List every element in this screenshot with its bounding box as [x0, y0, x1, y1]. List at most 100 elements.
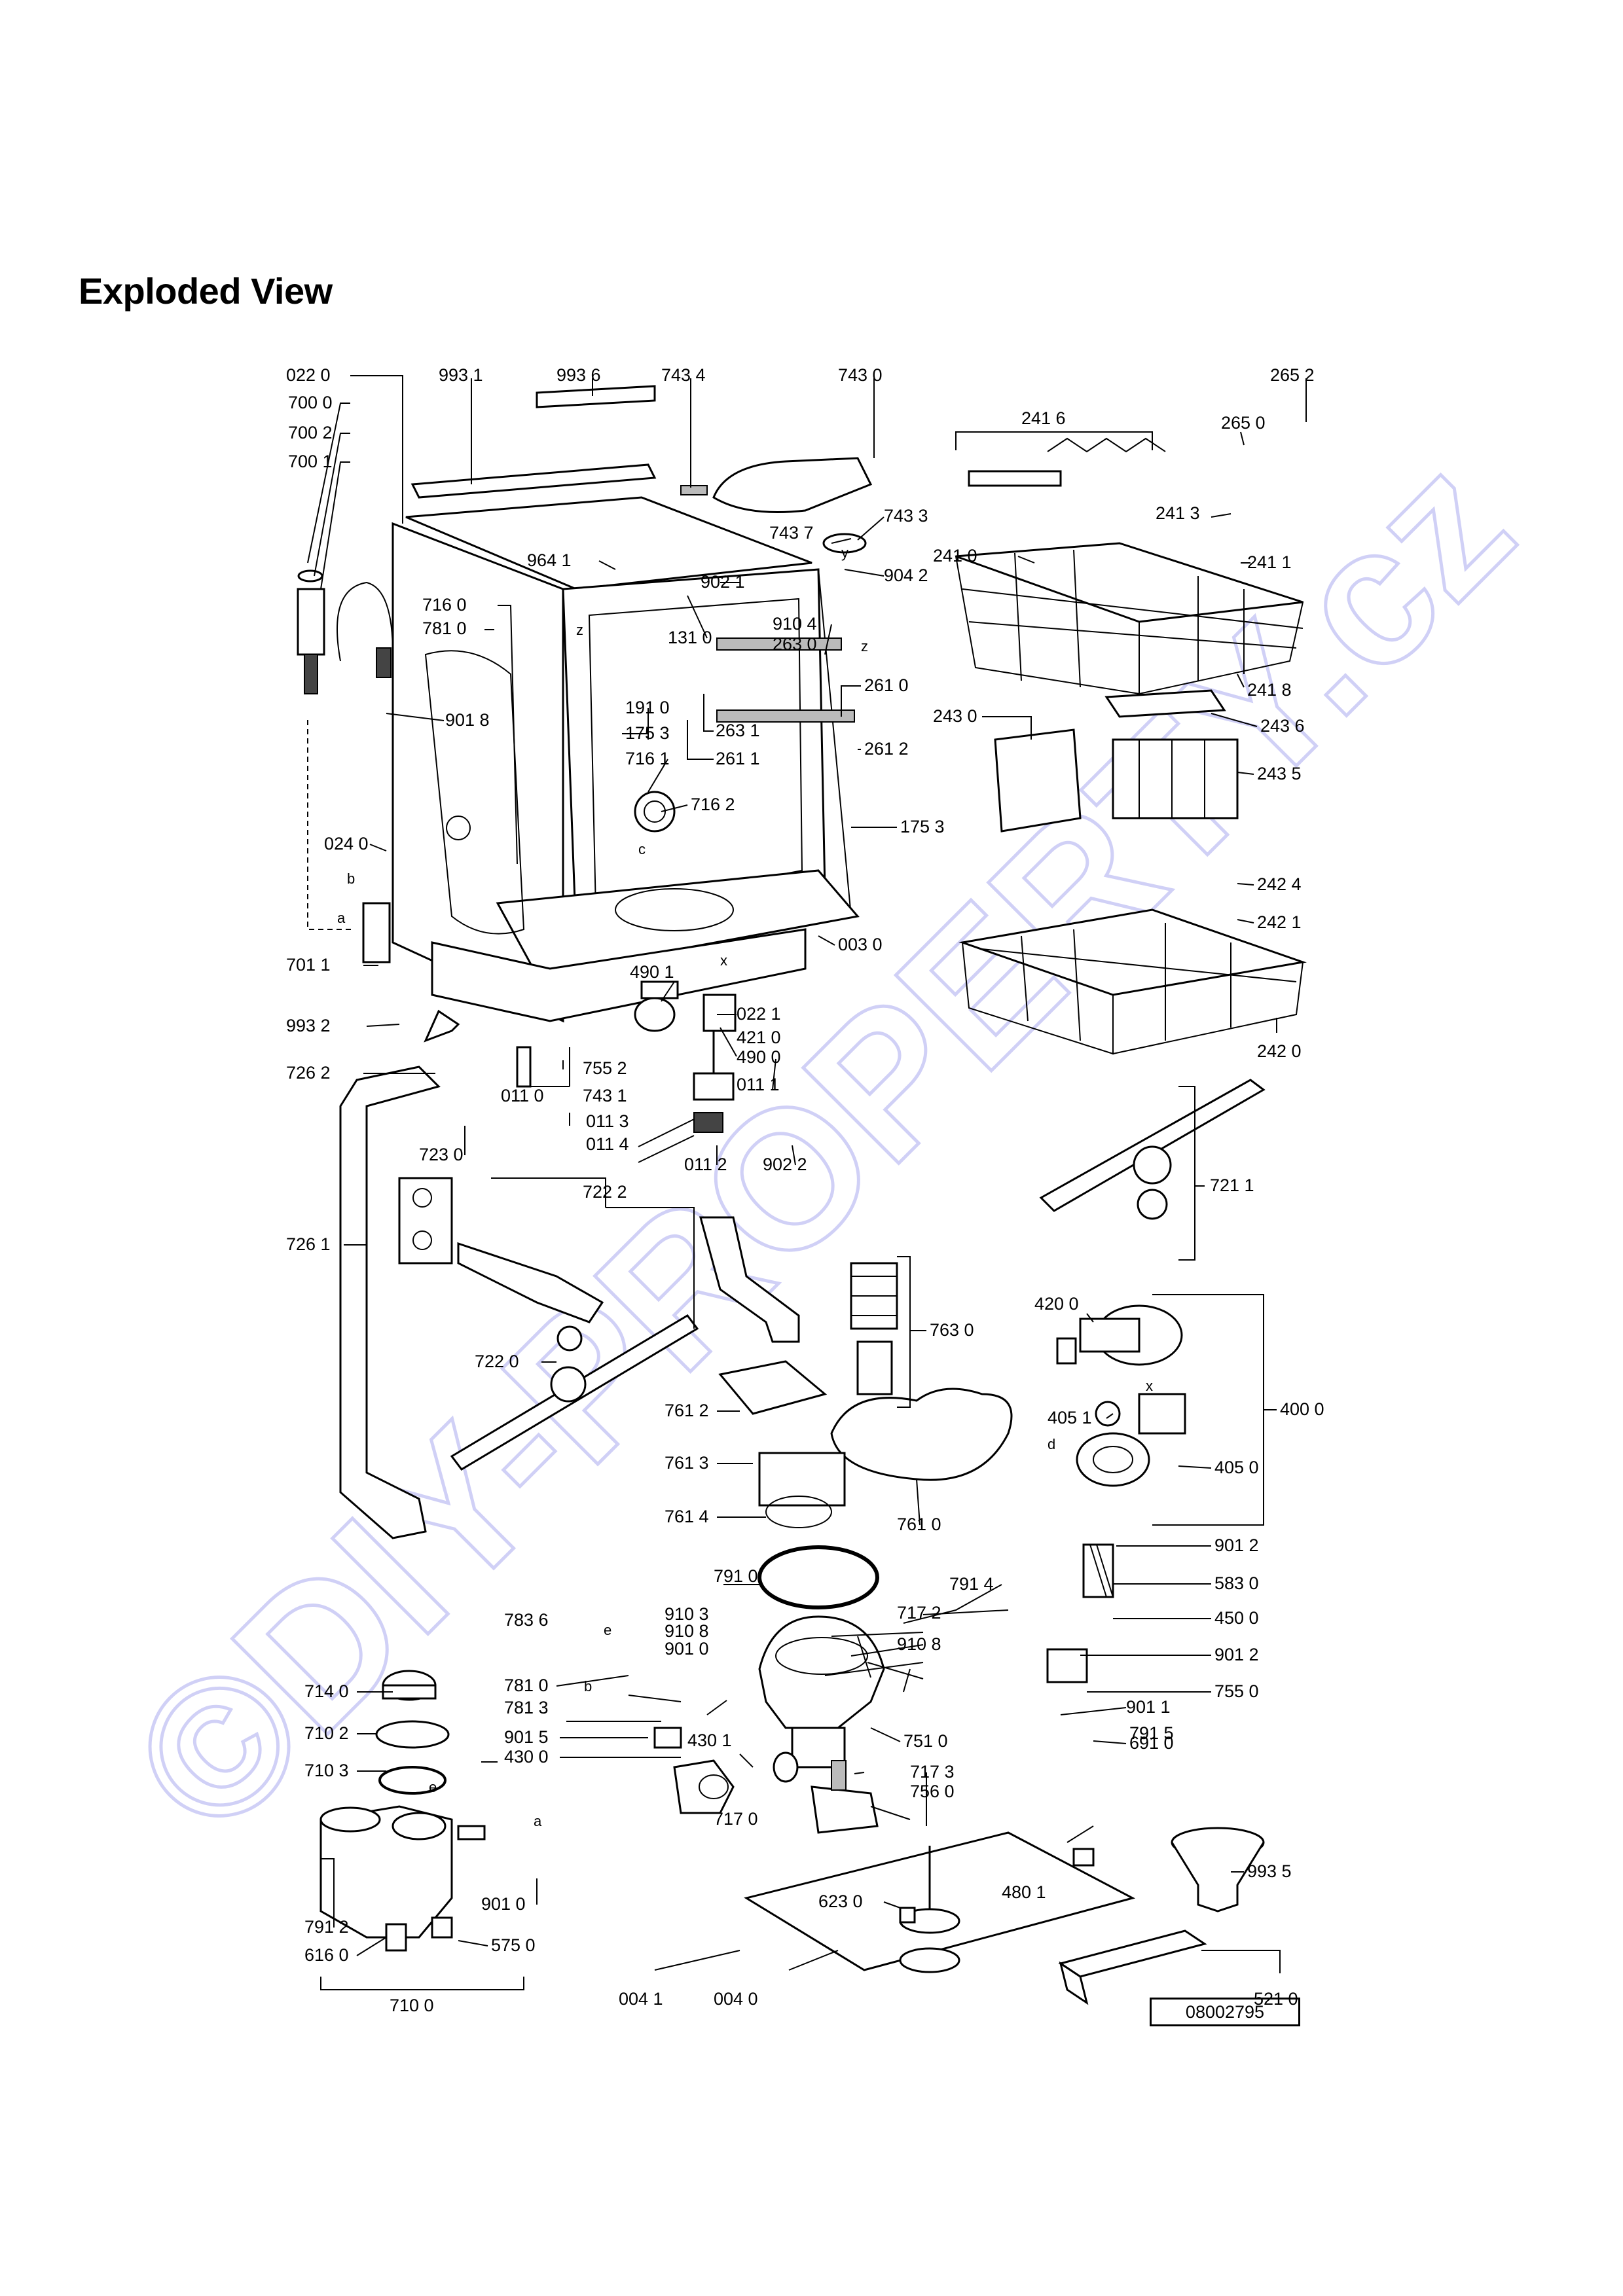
label-751-0: 751 0	[903, 1731, 948, 1751]
lower-spray-arm	[450, 1314, 699, 1471]
callout-c: c	[638, 841, 646, 857]
label-430-1: 430 1	[687, 1731, 732, 1750]
label-716-0: 716 0	[422, 595, 467, 615]
label-761-4: 761 4	[665, 1507, 709, 1526]
filter-assembly	[718, 1262, 1013, 1528]
label-004-1: 004 1	[619, 1989, 663, 2009]
label-761-2: 761 2	[665, 1401, 709, 1420]
label-243-5: 243 5	[1257, 764, 1302, 783]
label-022-0: 022 0	[286, 365, 331, 385]
label-400-0: 400 0	[1280, 1399, 1324, 1419]
label-616-0: 616 0	[304, 1945, 349, 1965]
callout-x-2: x	[1146, 1378, 1153, 1394]
label-910-4: 910 4	[773, 614, 817, 634]
label-691-0: 691 0	[1129, 1733, 1174, 1753]
label-700-2: 700 2	[288, 423, 333, 442]
label-781-3: 781 3	[504, 1698, 549, 1717]
callout-a-2: a	[534, 1813, 542, 1829]
leader-lines	[307, 375, 1307, 1990]
label-716-1: 716 1	[625, 749, 670, 768]
callout-e-2: e	[429, 1779, 437, 1795]
label-623-0: 623 0	[818, 1892, 863, 1911]
callout-e-1: e	[604, 1622, 611, 1638]
label-901-2b: 901 2	[1214, 1645, 1259, 1664]
label-781-0: 781 0	[422, 619, 467, 638]
label-450-0: 450 0	[1214, 1608, 1259, 1628]
label-743-4: 743 4	[661, 365, 706, 385]
label-011-2: 011 2	[684, 1155, 727, 1174]
label-131-0: 131 0	[668, 628, 712, 647]
label-726-2: 726 2	[286, 1063, 331, 1083]
label-430-0: 430 0	[504, 1747, 549, 1767]
label-901-2: 901 2	[1214, 1535, 1259, 1555]
label-024-0: 024 0	[324, 834, 369, 853]
label-783-6: 783 6	[504, 1610, 549, 1630]
upper-spray-arm	[1039, 1079, 1266, 1220]
callout-d: d	[1048, 1436, 1055, 1452]
label-902-1: 902 1	[701, 572, 745, 592]
label-901-8: 901 8	[445, 710, 490, 730]
label-791-4: 791 4	[949, 1574, 994, 1594]
label-781-0b: 781 0	[504, 1676, 549, 1695]
label-700-1: 700 1	[288, 452, 333, 471]
tub-cabinet	[392, 385, 860, 1023]
label-011-0: 011 0	[501, 1086, 544, 1105]
dispenser-valve	[628, 1695, 735, 1814]
label-241-3: 241 3	[1156, 503, 1200, 523]
label-263-1: 263 1	[716, 721, 760, 740]
label-003-0: 003 0	[838, 935, 883, 954]
label-901-5: 901 5	[504, 1727, 549, 1747]
page-title: Exploded View	[79, 270, 333, 312]
label-701-1: 701 1	[286, 955, 331, 975]
water-softener	[319, 1670, 486, 1952]
label-480-1: 480 1	[1002, 1882, 1046, 1902]
callout-b-2: b	[584, 1678, 592, 1695]
upper-basket	[955, 437, 1304, 695]
label-011-3: 011 3	[586, 1111, 629, 1131]
label-717-3: 717 3	[910, 1762, 955, 1782]
label-910-8a: 910 8	[665, 1621, 709, 1641]
label-265-0: 265 0	[1221, 413, 1266, 433]
label-421-0: 421 0	[737, 1028, 781, 1047]
label-011-4: 011 4	[586, 1134, 629, 1154]
label-175-3: 175 3	[625, 723, 670, 743]
label-490-0: 490 0	[737, 1047, 781, 1067]
callout-b-1: b	[347, 870, 355, 887]
label-791-2: 791 2	[304, 1917, 349, 1937]
label-405-0: 405 0	[1214, 1458, 1259, 1477]
label-405-1: 405 1	[1048, 1408, 1092, 1427]
label-004-0: 004 0	[714, 1989, 758, 2009]
label-717-2: 717 2	[897, 1603, 941, 1623]
label-993-5: 993 5	[1247, 1861, 1292, 1881]
label-761-3: 761 3	[665, 1453, 709, 1473]
label-910-3: 910 3	[665, 1604, 709, 1624]
label-265-2: 265 2	[1270, 365, 1315, 385]
label-420-0: 420 0	[1034, 1294, 1079, 1314]
label-763-0: 763 0	[930, 1320, 974, 1340]
label-242-4: 242 4	[1257, 874, 1302, 894]
reference-number: 08002795	[1150, 1998, 1300, 2026]
label-241-6: 241 6	[1021, 408, 1066, 428]
label-710-0: 710 0	[390, 1996, 434, 2015]
label-241-8: 241 8	[1247, 680, 1292, 700]
callout-z-1: z	[576, 622, 583, 638]
label-490-1: 490 1	[630, 962, 674, 982]
label-755-0: 755 0	[1214, 1681, 1259, 1701]
label-722-2: 722 2	[583, 1182, 627, 1202]
label-575-0: 575 0	[491, 1935, 536, 1955]
label-743-3: 743 3	[884, 506, 928, 526]
cutlery-basket	[994, 689, 1239, 833]
label-743-0: 743 0	[838, 365, 883, 385]
label-243-6: 243 6	[1260, 716, 1305, 736]
label-241-1: 241 1	[1247, 552, 1292, 572]
label-717-0: 717 0	[714, 1809, 758, 1829]
label-756-0: 756 0	[910, 1782, 955, 1801]
label-723-0: 723 0	[419, 1145, 464, 1164]
label-901-0b: 901 0	[481, 1894, 526, 1914]
label-022-1: 022 1	[737, 1004, 781, 1024]
label-261-1: 261 1	[716, 749, 760, 768]
label-722-0: 722 0	[475, 1352, 519, 1371]
label-721-1: 721 1	[1210, 1175, 1254, 1195]
label-910-8b: 910 8	[897, 1634, 941, 1654]
